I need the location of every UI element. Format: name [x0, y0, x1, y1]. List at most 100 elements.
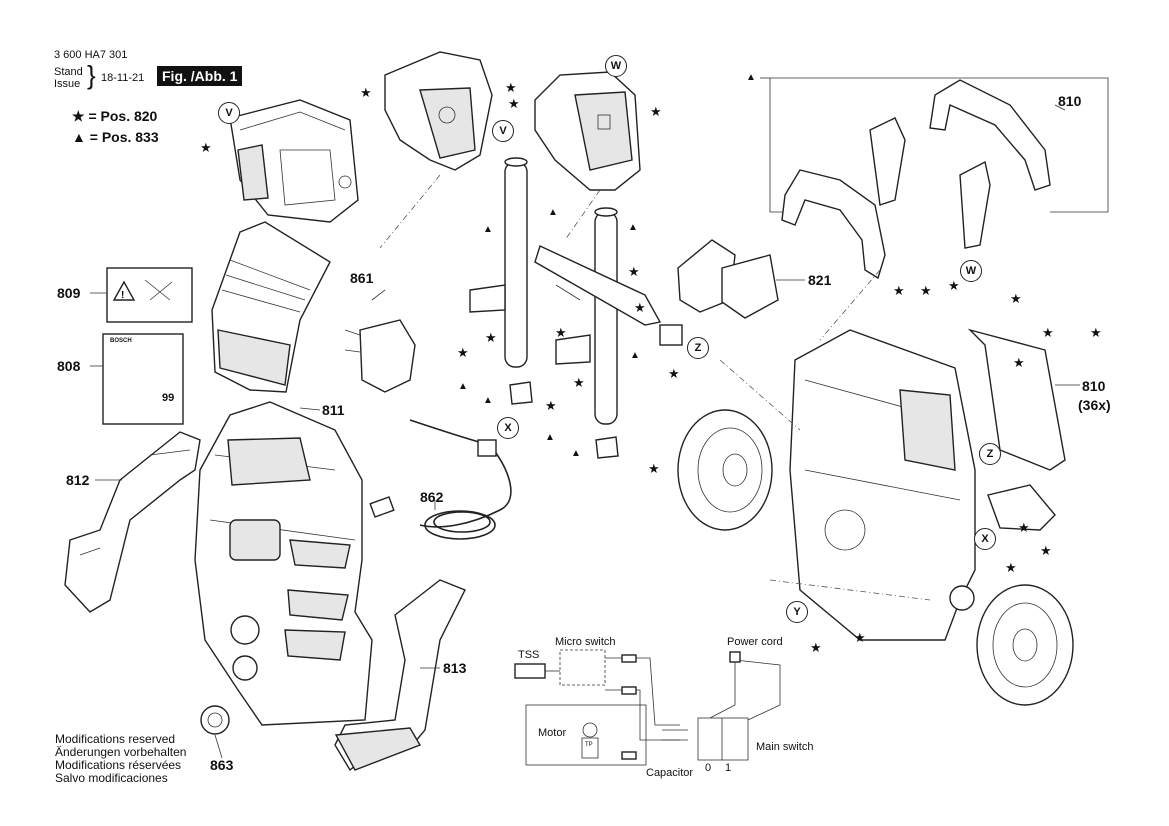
tube-clamp-upper-part [469, 284, 506, 313]
triangle-icon: ▲ [72, 129, 86, 145]
callout-v: V [492, 120, 514, 142]
triangle-icon: ▲ [548, 207, 558, 218]
callout-w: W [960, 260, 982, 282]
callout-x-chassis: X [974, 528, 996, 550]
legend-triangle: ▲ = Pos. 833 [72, 129, 159, 145]
star-icon: ★ [1018, 520, 1030, 535]
spring-part [555, 284, 581, 301]
callout-x: X [497, 417, 519, 439]
schematic-capacitor: Capacitor [646, 767, 694, 779]
handle-insert-lower-part [959, 160, 991, 249]
hose-holder-part [987, 484, 1056, 531]
star-icon: ★ [1013, 355, 1025, 370]
footer-line-fr: Modifications réservées [55, 758, 182, 772]
main-housing-part [194, 401, 373, 726]
star-icon: ★ [920, 283, 932, 298]
handle-frame-part [929, 79, 1051, 191]
star-icon: ★ [508, 96, 520, 111]
switch-box-part [344, 319, 416, 393]
tube-right-part [594, 207, 618, 425]
rating-plate-number: 99 [162, 392, 175, 404]
schematic-power-cord: Power cord [727, 636, 783, 648]
legend-star: ★ = Pos. 820 [72, 108, 158, 124]
star-icon: ★ [545, 398, 557, 413]
position-811: 811 [322, 402, 345, 418]
motor-cover-right-part [534, 71, 641, 191]
position-862: 862 [420, 489, 444, 505]
callout-z-chassis: Z [979, 443, 1001, 465]
position-813: 813 [443, 660, 467, 676]
schematic-micro-switch: Micro switch [555, 636, 616, 648]
handle-insert-upper-part [869, 117, 906, 206]
star-icon: ★ [72, 108, 85, 124]
position-808: 808 [57, 358, 81, 374]
footer-line-es: Salvo modificaciones [55, 771, 168, 785]
triangle-icon: ▲ [630, 350, 640, 361]
position-810-quantity: (36x) [1078, 397, 1111, 413]
part-number: 3 600 HA7 301 [54, 49, 128, 61]
star-icon: ★ [573, 375, 585, 390]
handle-grip-part [781, 169, 886, 280]
tube-end-cap-left [509, 381, 533, 405]
star-icon: ★ [854, 630, 866, 645]
schematic-tp: TP [585, 742, 593, 748]
power-cord-part [369, 419, 512, 540]
position-812: 812 [66, 472, 90, 488]
star-icon: ★ [1040, 543, 1052, 558]
triangle-icon: ▲ [628, 222, 638, 233]
star-icon: ★ [555, 325, 567, 340]
triangle-icon: ▲ [746, 72, 756, 83]
warning-label-part: ! [106, 267, 193, 323]
wheel-axle-cap [949, 585, 975, 611]
figure-label: Fig. /Abb. 1 [157, 66, 243, 86]
motor-cover-left-part [384, 51, 493, 171]
triangle-icon: ▲ [545, 432, 555, 443]
stand-label: Stand [54, 66, 83, 78]
star-icon: ★ [457, 345, 469, 360]
star-icon: ★ [200, 140, 212, 155]
callout-w-top: W [605, 55, 627, 77]
chassis-part [789, 329, 976, 641]
handle-assembly-box-top [770, 77, 1109, 213]
position-863: 863 [210, 757, 234, 773]
wheel-left-part [677, 409, 773, 531]
star-icon: ★ [810, 640, 822, 655]
triangle-icon: ▲ [483, 224, 493, 235]
triangle-icon: ▲ [458, 381, 468, 392]
handle-bracket-part [677, 239, 779, 319]
hood-part [211, 221, 331, 393]
wiring-schematic [514, 649, 781, 766]
star-icon: ★ [648, 461, 660, 476]
triangle-icon: ▲ [571, 448, 581, 459]
callout-z: Z [687, 337, 709, 359]
schematic-position-1: 1 [725, 762, 732, 774]
schematic-tss: TSS [518, 649, 540, 661]
star-icon: ★ [893, 283, 905, 298]
rating-plate-part [102, 333, 184, 425]
star-icon: ★ [1090, 325, 1102, 340]
tube-end-cap-right [595, 436, 619, 459]
side-panel-right-part [334, 579, 466, 772]
triangle-icon: ▲ [483, 395, 493, 406]
issue-date: 18-11-21 [101, 72, 145, 84]
brace: } [87, 60, 96, 90]
star-icon: ★ [1042, 325, 1054, 340]
issue-label: Issue [54, 78, 81, 90]
callout-v-top: V [218, 102, 240, 124]
star-icon: ★ [505, 80, 517, 95]
position-809: 809 [57, 285, 81, 301]
side-panel-left-part [64, 431, 201, 613]
tube-clamp-lower-part [555, 334, 591, 365]
connector-z-part [659, 324, 683, 346]
back-frame-part [967, 328, 1066, 471]
knob-part [200, 705, 230, 735]
footer-line-de: Änderungen vorbehalten [55, 745, 187, 759]
schematic-main-switch: Main switch [756, 741, 814, 753]
footer-line-en: Modifications reserved [55, 732, 176, 746]
footer-notes: Modifications reserved Änderungen vorbeh… [55, 733, 186, 785]
wheel-right-part [976, 584, 1074, 706]
bracket-bar-part [534, 245, 662, 326]
star-icon: ★ [360, 85, 372, 100]
position-821: 821 [808, 272, 832, 288]
